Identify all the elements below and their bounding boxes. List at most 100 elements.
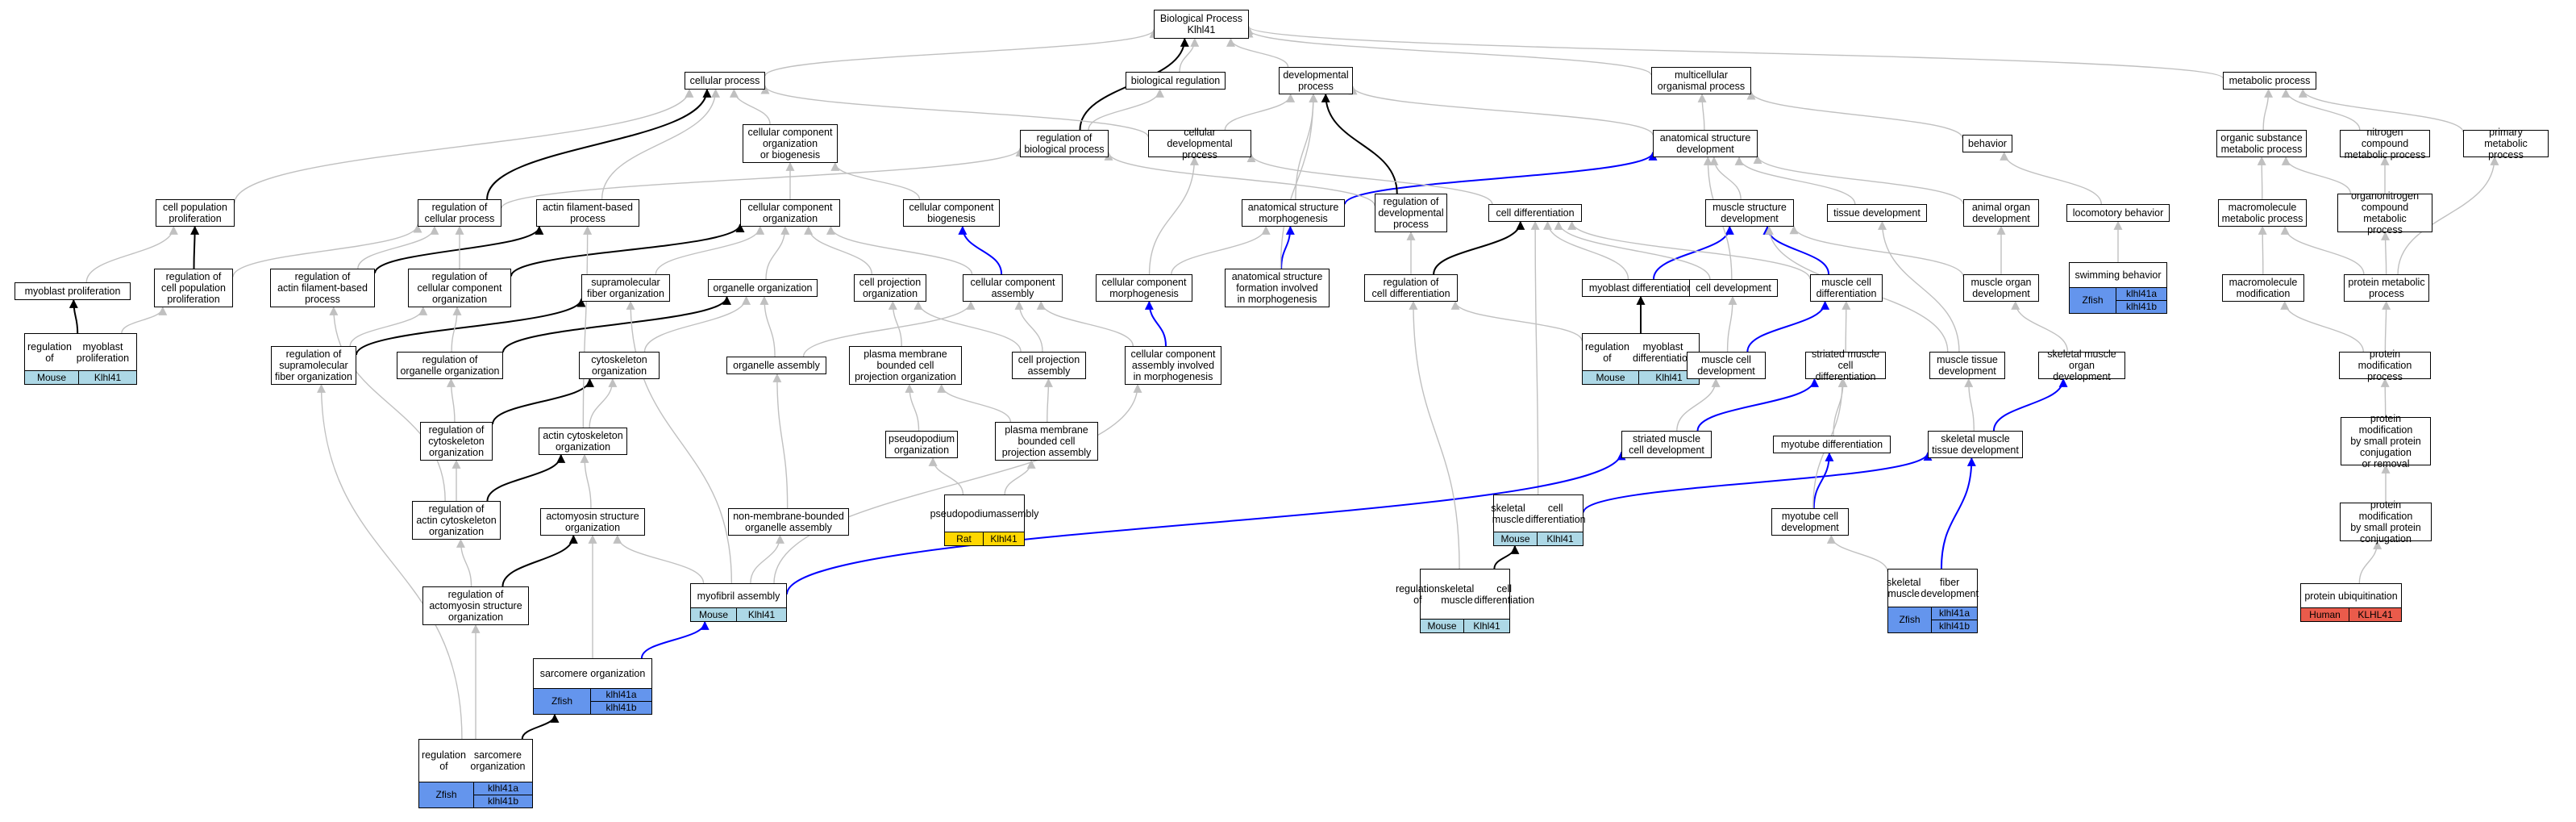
go-term-oa[interactable]: organelle assembly (726, 357, 826, 374)
term-label-line: myotube cell (1781, 511, 1839, 522)
edge-raso-to-aso (501, 534, 578, 587)
term-label-line: pseudopodium (888, 433, 955, 444)
term-label-line: organization (428, 447, 485, 458)
term-label: organelle assembly (733, 360, 820, 371)
term-label-line: fiber organization (587, 288, 664, 299)
go-term-mdiff[interactable]: myoblast differentiation (1582, 279, 1700, 297)
go-term-beh[interactable]: behavior (1962, 135, 2012, 152)
term-label-line: actin cytoskeleton (416, 515, 497, 526)
term-label-line: nitrogen compound (2361, 127, 2409, 149)
go-term-cp[interactable]: cellular process (685, 72, 765, 90)
term-label: protein ubiquitination (2302, 584, 2399, 607)
term-label-line: developmental (1378, 207, 1444, 219)
go-term-mtdiff[interactable]: myotube differentiation (1773, 436, 1891, 453)
go-term-oo[interactable]: organelle organization (708, 279, 818, 297)
go-term-mprol[interactable]: myoblast proliferation (15, 282, 131, 300)
go-term-locb[interactable]: locomotory behavior (2066, 204, 2170, 222)
term-label-line: protein modification (2358, 499, 2413, 522)
term-label-line: biological process (1024, 144, 1105, 155)
go-term-breg[interactable]: biological regulation (1126, 72, 1226, 90)
edge-ccb-to-ccob (830, 161, 921, 200)
edge-aso-to-aco (580, 453, 592, 509)
go-term-metp[interactable]: metabolic process (2223, 72, 2316, 90)
go-term-celldiff[interactable]: cell differentiation (1488, 204, 1582, 222)
term-label-line: regulation of (1383, 196, 1439, 207)
go-term-cdev[interactable]: cell development (1689, 279, 1778, 297)
go-term-td[interactable]: tissue development (1827, 204, 1927, 222)
